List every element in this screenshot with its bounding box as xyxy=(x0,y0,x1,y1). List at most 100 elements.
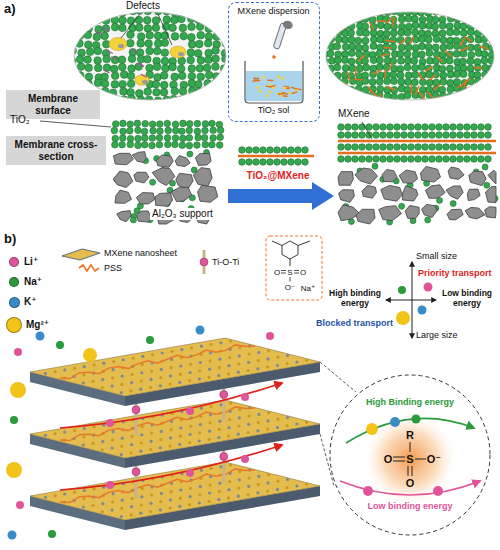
ion xyxy=(398,286,406,294)
tio2-particle xyxy=(464,156,471,163)
atom-label: O xyxy=(406,477,415,489)
tio2-particle xyxy=(179,24,187,32)
atom xyxy=(92,442,95,445)
tio2-particle xyxy=(210,135,217,142)
tio2-particle xyxy=(253,159,260,166)
tio2-particle xyxy=(485,132,492,139)
tio2-particle xyxy=(464,132,471,139)
atom-label: O xyxy=(300,268,306,277)
pss-chain xyxy=(60,345,255,379)
tio2-particle xyxy=(348,58,355,65)
atom xyxy=(217,436,220,439)
tio2-particle xyxy=(154,32,162,40)
mxene-flake xyxy=(409,37,413,45)
atom xyxy=(179,373,182,376)
alumina-grain xyxy=(176,173,193,189)
atom xyxy=(93,487,96,490)
tio2-particle xyxy=(153,47,161,55)
atom-label: O xyxy=(274,268,280,277)
tio2-particle xyxy=(266,94,269,97)
tio2-particle xyxy=(239,147,246,154)
alumina-grain xyxy=(198,185,218,202)
atom xyxy=(238,478,241,481)
tio2-particle xyxy=(348,36,355,43)
tio2-particle xyxy=(127,31,135,39)
tio2-particle xyxy=(373,132,380,139)
tio2-particle xyxy=(120,128,127,135)
tio2-particle xyxy=(160,81,168,89)
atom xyxy=(120,445,123,448)
tio2-particle xyxy=(348,23,355,30)
tio2-particle xyxy=(334,85,341,92)
atom xyxy=(149,448,152,451)
tio2-particle xyxy=(119,24,127,32)
tio2-particle xyxy=(334,43,341,50)
atom-label: R xyxy=(406,429,414,441)
binding-path xyxy=(346,418,474,443)
defect-patch xyxy=(142,80,148,84)
mxene-flake xyxy=(377,20,386,22)
tio2-particle xyxy=(341,16,348,23)
atom xyxy=(228,364,231,367)
atom xyxy=(180,348,183,351)
atom xyxy=(276,356,279,359)
mxene-flake xyxy=(476,85,478,94)
tio2-particle xyxy=(468,15,475,22)
mxene-flake xyxy=(427,92,433,99)
atom xyxy=(295,360,298,363)
ti-o-ti-pillar xyxy=(132,406,140,414)
atom xyxy=(112,492,115,495)
ion xyxy=(366,423,378,435)
tio2-particle xyxy=(321,71,328,78)
tio2-particle xyxy=(334,78,341,85)
tio2-particle xyxy=(84,15,92,23)
atom xyxy=(178,381,181,384)
tio2-particle xyxy=(481,57,488,64)
tio2-particle xyxy=(156,142,163,149)
tio2-particle xyxy=(362,23,369,30)
alumina-grain xyxy=(195,153,211,165)
tio2-particle xyxy=(383,30,390,37)
alumina-grain xyxy=(488,170,496,184)
tio2-particle xyxy=(101,32,109,40)
bond xyxy=(290,277,291,282)
atom xyxy=(248,477,251,480)
tio2-particle xyxy=(481,51,488,58)
tio2-particle xyxy=(144,25,152,33)
tio2-particle xyxy=(220,96,228,104)
tio2-particle xyxy=(111,23,119,31)
alumina-grain xyxy=(421,166,441,182)
tio2-particle xyxy=(110,7,118,15)
atom xyxy=(139,450,142,453)
tio2-particle xyxy=(118,56,126,64)
tio2-particle xyxy=(380,124,387,131)
tio2-particle xyxy=(144,88,152,96)
tio2-particle xyxy=(268,83,271,86)
atom xyxy=(286,424,289,427)
atom xyxy=(160,430,163,433)
tio2-particle xyxy=(327,23,334,30)
tio2-particle xyxy=(436,156,443,163)
zoom-circle: High Binding energyROSO⁻OLow binding ene… xyxy=(328,373,492,537)
callout-label: Al₂O₃ support xyxy=(150,208,215,220)
tio2-particle xyxy=(321,16,328,23)
alumina-grain xyxy=(136,193,154,204)
legend-label: MXene nanosheet xyxy=(104,248,177,258)
tio2-particle xyxy=(102,25,110,33)
atom xyxy=(257,359,260,362)
legend-label: Na⁺ xyxy=(24,276,42,288)
atom xyxy=(217,374,220,377)
tio2-particle xyxy=(171,87,179,95)
tio2-particle xyxy=(137,33,145,41)
tio2-particle xyxy=(194,120,201,127)
tio2-particle xyxy=(217,127,224,134)
ion xyxy=(106,481,114,489)
atom xyxy=(208,430,211,433)
atom xyxy=(228,480,231,483)
tio2-particle xyxy=(348,92,355,99)
legend-label: Li⁺ xyxy=(24,256,38,268)
tio2-particle xyxy=(164,120,171,127)
tio2-particle xyxy=(471,144,478,151)
ion xyxy=(412,415,421,424)
tio2-particle xyxy=(418,43,425,50)
